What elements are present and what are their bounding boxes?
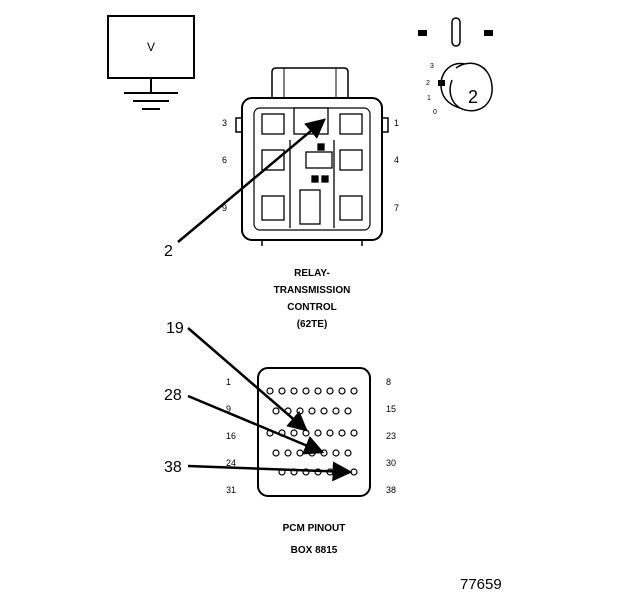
- pcm-callout-28-arrow: [187, 394, 325, 455]
- pcm-pin: [272, 407, 280, 415]
- figure-number: 77659: [460, 576, 502, 593]
- pcm-callout-19-arrow: [187, 327, 308, 432]
- ground-icon: [124, 92, 178, 110]
- position-3: 3: [430, 63, 434, 70]
- pcm-callout-38-arrow: [187, 461, 353, 482]
- selector-icon: 3 2 1 0 2: [418, 17, 493, 116]
- pcm-callout-38: 38: [164, 459, 182, 476]
- relay-pin-1: 1: [394, 118, 399, 128]
- position-1: 1: [427, 95, 431, 102]
- pcm-pin: [296, 407, 304, 415]
- pcm-pin: [338, 429, 346, 437]
- relay-pin-4: 4: [394, 155, 399, 165]
- pcm-left-31: 31: [226, 485, 236, 495]
- relay-caption-line-2: TRANSMISSION: [274, 285, 351, 296]
- pcm-pin: [290, 387, 298, 395]
- pcm-pin: [308, 449, 316, 457]
- pcm-pin: [296, 449, 304, 457]
- pcm-right-8: 8: [386, 377, 391, 387]
- pcm-pin: [278, 387, 286, 395]
- relay-pin-9: 9: [222, 203, 227, 213]
- pcm-connector: 1 9 16 24 31 8 15 23 30 38: [226, 367, 396, 497]
- voltmeter-label: V: [147, 40, 155, 54]
- relay-caption-line-3: CONTROL: [287, 302, 336, 313]
- pcm-callout-19: 19: [166, 320, 184, 337]
- pcm-pin: [350, 387, 358, 395]
- pcm-pin: [302, 429, 310, 437]
- pcm-pin: [338, 387, 346, 395]
- pcm-right-38: 38: [386, 485, 396, 495]
- pcm-pin: [320, 407, 328, 415]
- pcm-pin: [332, 407, 340, 415]
- relay-connector: 3 6 9 1 4 7: [222, 67, 399, 246]
- pcm-pin: [266, 387, 274, 395]
- pcm-pin: [314, 387, 322, 395]
- pcm-pin: [326, 387, 334, 395]
- pcm-left-24: 24: [226, 458, 236, 468]
- relay-pin-3: 3: [222, 118, 227, 128]
- pcm-pin: [314, 429, 322, 437]
- pcm-caption-line-2: BOX 8815: [291, 545, 338, 556]
- pcm-pin: [302, 387, 310, 395]
- pcm-pin: [332, 449, 340, 457]
- pcm-left-9: 9: [226, 404, 231, 414]
- pcm-pin: [344, 449, 352, 457]
- pcm-pin: [308, 407, 316, 415]
- pcm-callout-28: 28: [164, 387, 182, 404]
- voltmeter: V: [107, 15, 195, 110]
- pcm-right-30: 30: [386, 458, 396, 468]
- relay-pin-6: 6: [222, 155, 227, 165]
- position-0: 0: [433, 109, 437, 116]
- relay-caption-line-4: (62TE): [297, 319, 328, 330]
- relay-caption: RELAY- TRANSMISSION CONTROL (62TE): [274, 268, 351, 330]
- relay-callout-arrow: [177, 118, 326, 243]
- pcm-pin: [350, 429, 358, 437]
- pcm-caption-line-1: PCM PINOUT: [283, 523, 346, 534]
- pcm-pin: [326, 429, 334, 437]
- pcm-right-23: 23: [386, 431, 396, 441]
- pcm-pin: [290, 429, 298, 437]
- pcm-left-1: 1: [226, 377, 231, 387]
- pcm-pin: [350, 468, 358, 476]
- pcm-pin: [344, 407, 352, 415]
- pcm-right-15: 15: [386, 404, 396, 414]
- pcm-pin: [272, 449, 280, 457]
- key-label: 2: [468, 87, 478, 107]
- relay-caption-line-1: RELAY-: [294, 268, 330, 279]
- pcm-left-16: 16: [226, 431, 236, 441]
- position-2: 2: [426, 80, 430, 87]
- pcm-pin: [284, 449, 292, 457]
- relay-callout: 2: [164, 243, 173, 260]
- relay-pin-7: 7: [394, 203, 399, 213]
- terminal-cavities: [261, 107, 363, 228]
